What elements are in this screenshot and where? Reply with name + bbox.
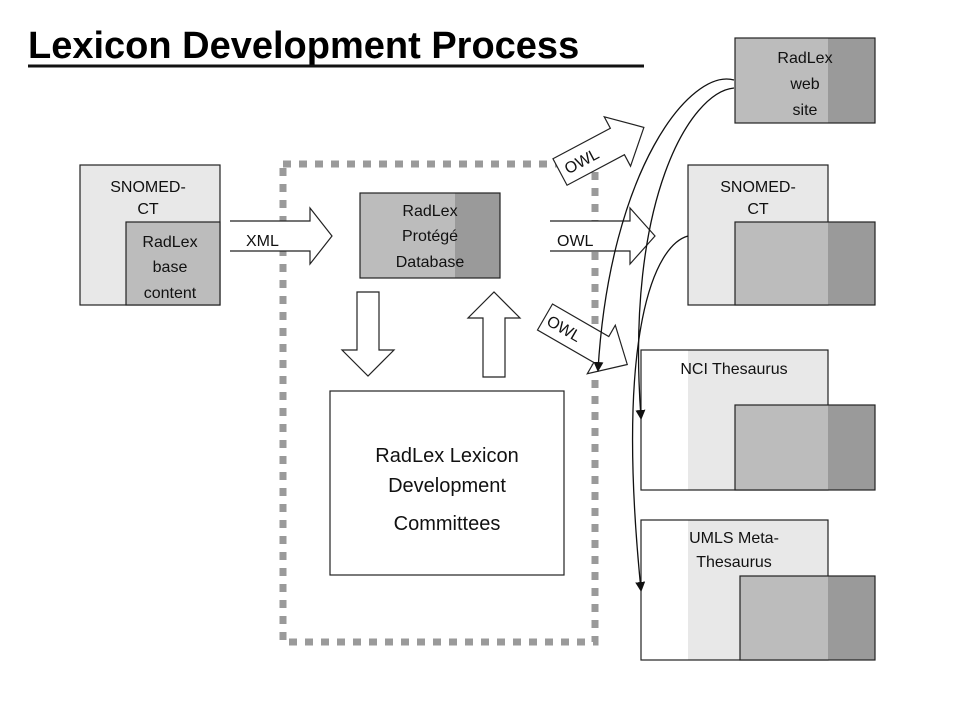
owl-arrow-to-web: OWL: [552, 115, 645, 187]
web-label-line-2: web: [789, 76, 819, 93]
radlex-web-site-box: RadLex web site: [734, 37, 876, 124]
protege-label-line-3: Database: [396, 254, 465, 271]
target-snomed-ct-box: SNOMED- CT: [687, 164, 876, 306]
xml-import-arrow: XML: [230, 206, 333, 266]
curve-snomed-to-umls: [632, 235, 689, 592]
committee-label-line-2: Development: [388, 475, 506, 497]
source-outer-label-line-1: SNOMED-: [110, 179, 186, 196]
umls-label-line-2: Thesaurus: [696, 554, 772, 571]
nci-thesaurus-box: NCI Thesaurus: [640, 349, 876, 491]
radlex-protege-database-box: RadLex Protégé Database: [359, 192, 501, 279]
committee-label-line-1: RadLex Lexicon: [375, 445, 518, 467]
nci-label: NCI Thesaurus: [680, 361, 787, 378]
radlex-process-boundary: [279, 160, 599, 646]
base-content-label-line-3: content: [144, 285, 197, 302]
umls-label-line-1: UMLS Meta-: [689, 530, 779, 547]
umls-meta-thesaurus-box: UMLS Meta- Thesaurus: [640, 519, 876, 661]
protege-label-line-2: Protégé: [402, 228, 458, 245]
web-label-line-1: RadLex: [777, 50, 832, 67]
source-snomed-ct-box: SNOMED- CT RadLex base content: [79, 164, 221, 306]
source-outer-label-line-2: CT: [137, 201, 159, 218]
owl-arrow-to-snomed: OWL: [550, 206, 656, 266]
down-block-arrow: [340, 291, 396, 377]
up-block-arrow: [466, 291, 522, 378]
target-snomed-label-line-1: SNOMED-: [720, 179, 796, 196]
web-label-line-3: site: [793, 102, 818, 119]
curve-web-to-nci: [593, 78, 735, 372]
xml-arrow-label: XML: [246, 233, 279, 250]
owl-mid-label: OWL: [557, 233, 594, 250]
base-content-label-line-1: RadLex: [142, 234, 197, 251]
committee-label-line-3: Committees: [394, 513, 501, 535]
target-snomed-label-line-2: CT: [747, 201, 769, 218]
page-title: Lexicon Development Process: [28, 25, 579, 67]
base-content-label-line-2: base: [153, 259, 188, 276]
radlex-base-content-box: RadLex base content: [125, 221, 221, 306]
protege-label-line-1: RadLex: [402, 203, 457, 220]
committees-box: RadLex Lexicon Development Committees: [329, 390, 565, 576]
owl-arrow-to-nci: OWL: [536, 303, 629, 375]
